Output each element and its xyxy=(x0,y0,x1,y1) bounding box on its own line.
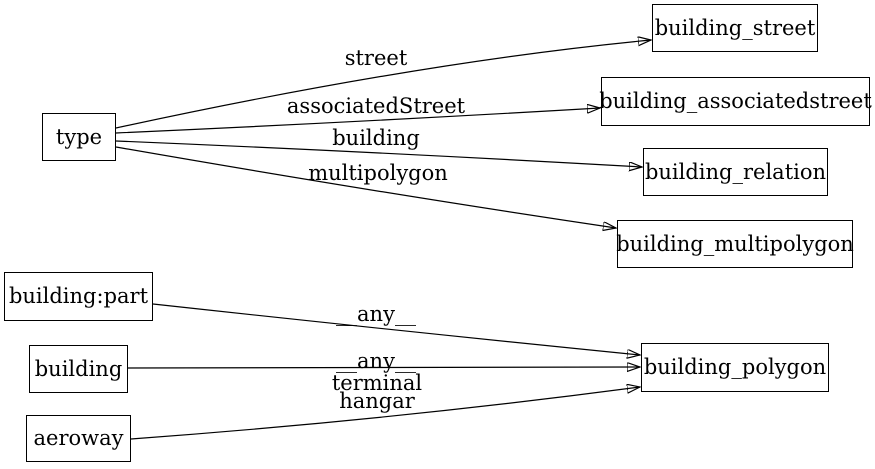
edge-label-any-building: __any__ xyxy=(336,349,416,373)
node-type-label: type xyxy=(55,124,103,149)
edge-type-to-building-multipolygon xyxy=(115,146,616,228)
node-building-street: building_street xyxy=(652,4,818,52)
edge-type-to-building-relation xyxy=(115,140,642,167)
node-building-relation-label: building_relation xyxy=(644,159,827,184)
edge-label-building: building xyxy=(332,126,420,150)
node-building-part: building:part xyxy=(4,272,153,321)
node-building-polygon: building_polygon xyxy=(641,343,829,392)
node-aeroway-label: aeroway xyxy=(33,426,124,450)
edge-label-multipolygon: multipolygon xyxy=(308,161,448,185)
edge-building-part-to-building-polygon xyxy=(152,303,640,355)
edge-label-any-building-part: __any__ xyxy=(336,302,416,326)
node-building-street-label: building_street xyxy=(654,15,816,40)
node-aeroway: aeroway xyxy=(26,415,131,462)
edge-building-to-building-polygon xyxy=(127,367,640,368)
node-building-label: building xyxy=(34,356,123,381)
edge-label-street: street xyxy=(344,46,408,70)
node-building-multipolygon: building_multipolygon xyxy=(616,220,854,268)
edge-label-terminal-hangar: terminal hangar xyxy=(331,371,423,413)
node-building-part-label: building:part xyxy=(8,284,149,308)
edge-label-associatedstreet: associatedStreet xyxy=(286,94,466,118)
node-building: building xyxy=(29,345,128,393)
node-building-relation: building_relation xyxy=(643,148,828,196)
node-building-multipolygon-label: building_multipolygon xyxy=(616,231,854,256)
node-type: type xyxy=(42,113,116,161)
node-building-polygon-label: building_polygon xyxy=(643,355,827,379)
edge-type-to-building-associatedstreet xyxy=(115,108,600,134)
edge-type-to-building-street xyxy=(115,40,651,129)
node-building-associatedstreet: building_associatedstreet xyxy=(599,77,872,126)
node-building-associatedstreet-label: building_associatedstreet xyxy=(599,89,872,113)
edge-aeroway-to-building-polygon xyxy=(130,387,640,440)
